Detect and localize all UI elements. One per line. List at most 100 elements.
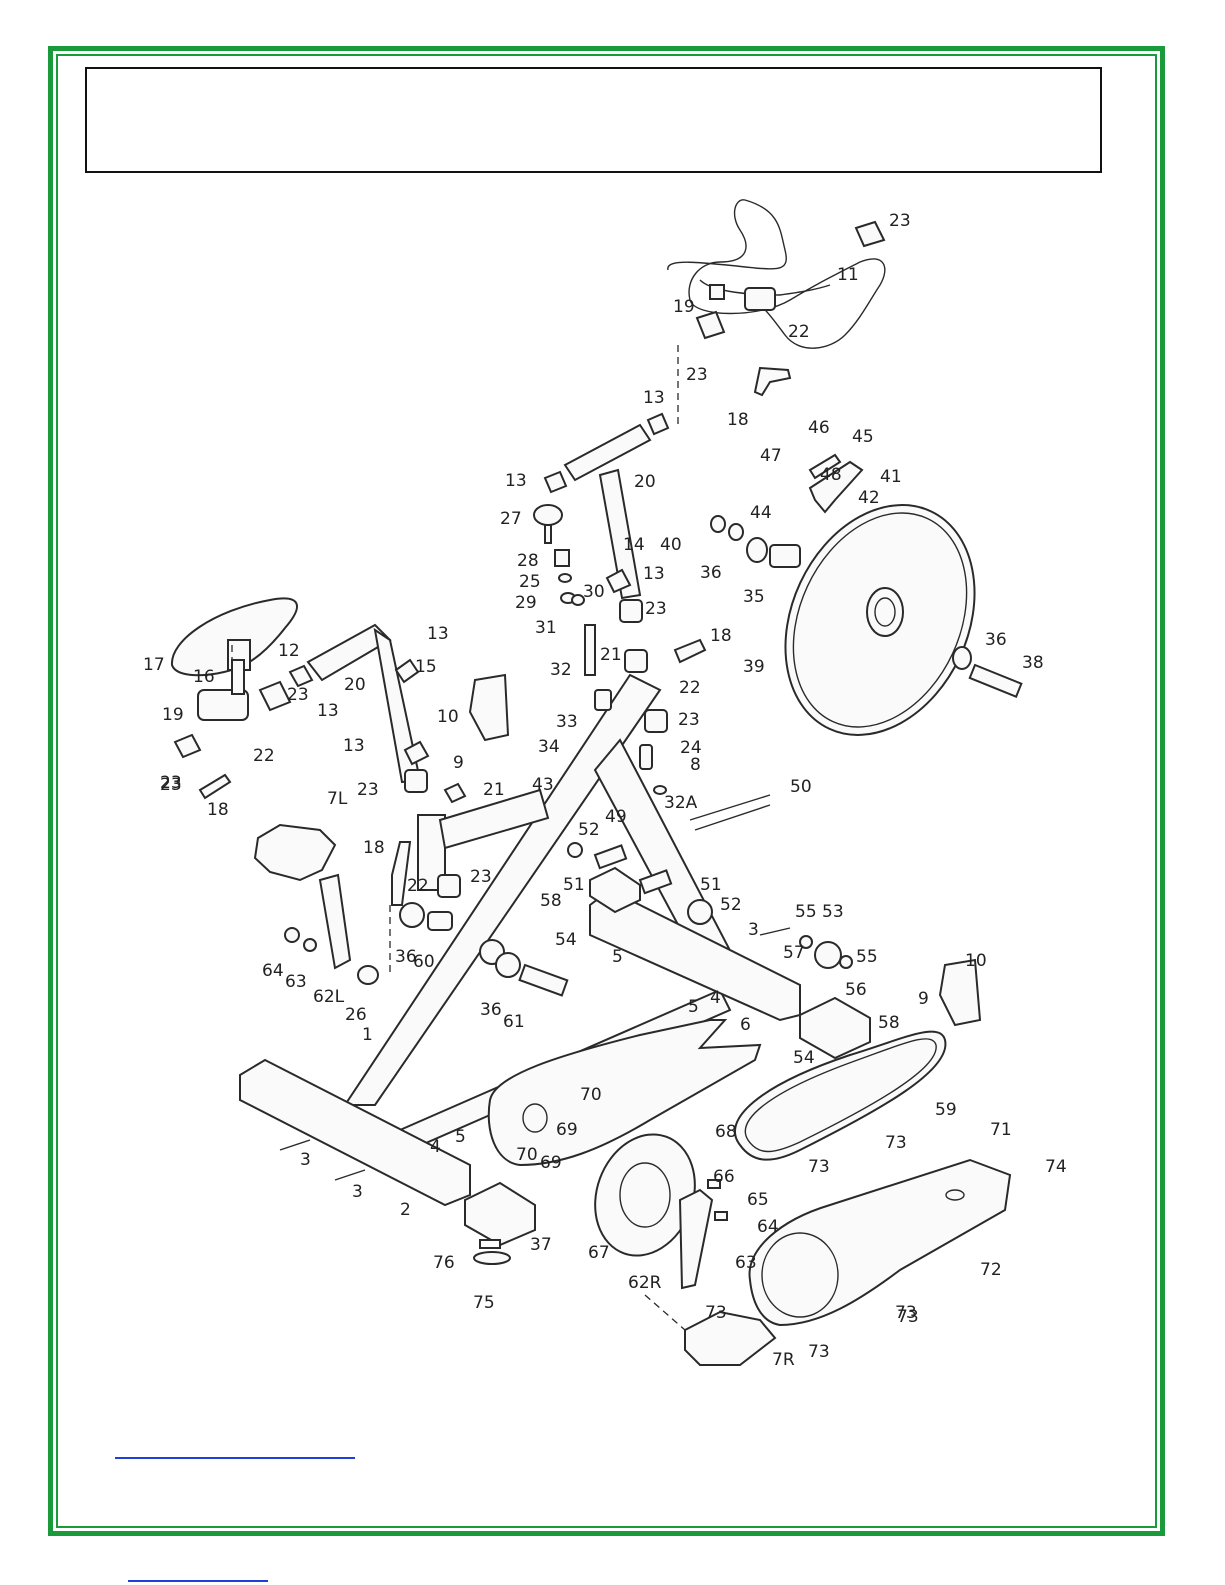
- part-label: 73: [897, 1307, 919, 1327]
- part-label: 17: [143, 655, 165, 675]
- part-label: 37: [530, 1235, 552, 1255]
- part-label: 68: [715, 1122, 737, 1142]
- part-label: 23: [160, 773, 182, 793]
- part-label: 2: [400, 1200, 411, 1220]
- part-label: 73: [885, 1133, 907, 1153]
- part-label: 11: [837, 265, 859, 285]
- part-label: 23: [678, 710, 700, 730]
- part-label: 8: [690, 755, 701, 775]
- part-label: 50: [790, 777, 812, 797]
- part-label: 36: [395, 947, 417, 967]
- part-label: 42: [858, 488, 880, 508]
- part-label: 18: [207, 800, 229, 820]
- leader-lines: [231, 345, 686, 1331]
- part-label: 65: [747, 1190, 769, 1210]
- part-label: 51: [563, 875, 585, 895]
- part-label: 29: [515, 593, 537, 613]
- part-labels: 1 2 3 3 3 4 4 5 5 5 6 7L 7R 8 9 9 10 10 …: [143, 211, 1067, 1370]
- part-label: 1: [362, 1025, 373, 1045]
- part-label: 18: [710, 626, 732, 646]
- part-label: 63: [735, 1253, 757, 1273]
- part-label: 34: [538, 737, 560, 757]
- part-label: 10: [965, 951, 987, 971]
- part-label: 53: [822, 902, 844, 922]
- seat-assembly: [170, 597, 467, 906]
- part-label: 51: [700, 875, 722, 895]
- part-label: 30: [583, 582, 605, 602]
- part-label: 13: [643, 564, 665, 584]
- part-label: 3: [352, 1182, 363, 1202]
- drive-assembly: [253, 673, 1012, 1366]
- page-border-inner: [56, 54, 1157, 1528]
- part-label: 7L: [327, 789, 348, 809]
- part-label: 23: [160, 775, 182, 795]
- part-label: 13: [643, 388, 665, 408]
- part-label: 38: [1022, 653, 1044, 673]
- part-label: 49: [605, 807, 627, 827]
- part-label: 26: [345, 1005, 367, 1025]
- part-label: 31: [535, 618, 557, 638]
- part-label: 23: [686, 365, 708, 385]
- part-label: 32A: [664, 793, 698, 813]
- part-label: 3: [748, 920, 759, 940]
- part-label: 32: [550, 660, 572, 680]
- part-label: 13: [317, 701, 339, 721]
- part-label: 22: [679, 678, 701, 698]
- part-label: 55: [856, 947, 878, 967]
- flywheel-assembly: [710, 453, 1023, 736]
- part-label: 7R: [772, 1350, 795, 1370]
- part-label: 62L: [313, 987, 345, 1007]
- part-label: 66: [713, 1167, 735, 1187]
- part-label: 58: [540, 891, 562, 911]
- part-label: 73: [808, 1342, 830, 1362]
- part-label: 36: [985, 630, 1007, 650]
- part-label: 73: [808, 1157, 830, 1177]
- part-label: 52: [720, 895, 742, 915]
- part-label: 76: [433, 1253, 455, 1273]
- part-label: 64: [262, 961, 284, 981]
- part-label: 61: [503, 1012, 525, 1032]
- part-label: 24: [680, 738, 702, 758]
- part-label: 55: [795, 902, 817, 922]
- part-label: 4: [710, 988, 721, 1008]
- part-label: 28: [517, 551, 539, 571]
- part-label: 69: [540, 1153, 562, 1173]
- part-label: 10: [437, 707, 459, 727]
- part-label: 39: [743, 657, 765, 677]
- part-label: 20: [634, 472, 656, 492]
- part-label: 54: [793, 1048, 815, 1068]
- part-label: 21: [483, 780, 505, 800]
- part-label: 16: [193, 667, 215, 687]
- part-label: 14: [623, 535, 645, 555]
- part-label: 43: [532, 775, 554, 795]
- part-label: 9: [453, 753, 464, 773]
- part-label: 41: [880, 467, 902, 487]
- part-label: 74: [1045, 1157, 1067, 1177]
- part-label: 60: [413, 952, 435, 972]
- title-box: [85, 67, 1102, 173]
- part-label: 5: [612, 947, 623, 967]
- part-label: 75: [473, 1293, 495, 1313]
- part-label: 20: [344, 675, 366, 695]
- part-label: 13: [505, 471, 527, 491]
- part-label: 57: [783, 943, 805, 963]
- part-label: 22: [788, 322, 810, 342]
- part-label: 67: [588, 1243, 610, 1263]
- part-label: 23: [357, 780, 379, 800]
- part-label: 19: [162, 705, 184, 725]
- main-frame: [239, 673, 871, 1265]
- part-label: 47: [760, 446, 782, 466]
- part-label: 62R: [628, 1273, 662, 1293]
- part-label: 5: [688, 997, 699, 1017]
- part-label: 18: [363, 838, 385, 858]
- part-label: 3: [300, 1150, 311, 1170]
- page-border-outer: [48, 46, 1165, 1536]
- part-label: 71: [990, 1120, 1012, 1140]
- part-label: 72: [980, 1260, 1002, 1280]
- part-label: 54: [555, 930, 577, 950]
- part-label: 70: [516, 1145, 538, 1165]
- handlebar-assembly: [533, 199, 886, 795]
- part-label: 6: [740, 1015, 751, 1035]
- page-footer-link-underline: [128, 1568, 268, 1582]
